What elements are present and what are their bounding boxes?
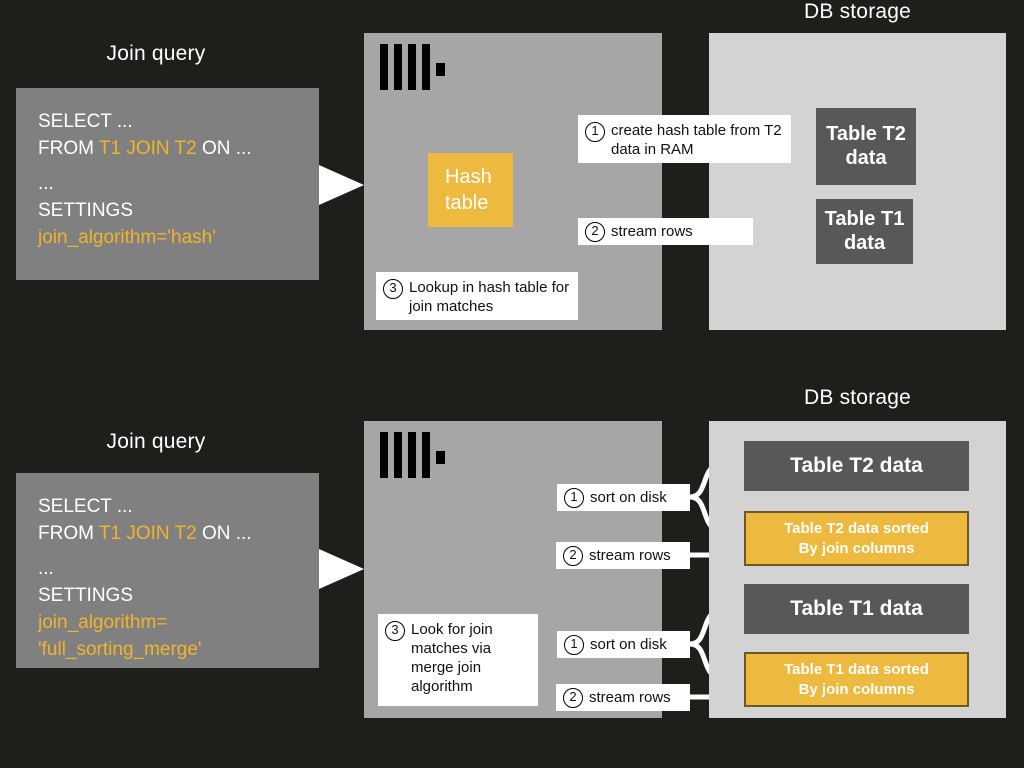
sql-line-select: SELECT ... [38, 496, 133, 517]
callout-text: Look for join matches via merge join alg… [411, 621, 493, 695]
logo-bar-3 [408, 432, 416, 478]
callout-text: create hash table from T2 data in RAM [611, 122, 782, 158]
sql-line-settings: SETTINGS [38, 585, 134, 606]
logo-dot [436, 451, 445, 464]
sql-query-box-hash[interactable]: SELECT ... FROM T1 JOIN T2 ON ... ... SE… [16, 88, 319, 280]
sorted-box-t1: Table T1 data sorted By join columns [744, 652, 969, 707]
callout-number: 3 [385, 621, 405, 641]
clickhouse-logo-icon [380, 44, 450, 91]
logo-bar-4 [422, 44, 430, 90]
hash-table-box: Hash table [428, 153, 513, 227]
sorted-label-line1: Table T1 data sorted [784, 661, 929, 678]
table-label: Table T2 data [826, 122, 906, 169]
table-label: Table T1 data [790, 596, 923, 620]
callout-2-stream-rows-t2: 2 stream rows [556, 542, 690, 569]
callout-1-sort-on-disk-t1: 1 sort on disk [557, 631, 690, 658]
callout-text: sort on disk [590, 636, 667, 653]
callout-text: stream rows [589, 547, 671, 564]
sql-line-ellipsis: ... [38, 173, 54, 194]
page-title-join-query-bottom: Join query [106, 430, 206, 453]
callout-number: 2 [585, 221, 605, 242]
callout-number: 1 [564, 487, 584, 508]
sorted-label-line2: By join columns [798, 680, 915, 698]
callout-text: stream rows [611, 223, 693, 240]
sql-join-tables: T1 JOIN T2 [98, 138, 197, 159]
logo-bar-4 [422, 432, 430, 478]
logo-bar-3 [408, 44, 416, 90]
sql-line-join-algorithm: join_algorithm='hash' [38, 227, 216, 248]
sql-from-prefix: FROM [38, 523, 99, 544]
hash-table-label-line1: Hash [445, 166, 492, 188]
clickhouse-logo-icon-bottom [380, 432, 450, 479]
callout-number: 3 [383, 279, 403, 299]
logo-bar-1 [380, 44, 388, 90]
callout-2-stream-rows-top: 2 stream rows [578, 218, 753, 245]
sql-query-box-merge[interactable]: SELECT ... FROM T1 JOIN T2 ON ... ... SE… [16, 473, 319, 668]
table-box-t1-data-bottom: Table T1 data [744, 584, 969, 634]
callout-1-sort-on-disk-t2: 1 sort on disk [557, 484, 690, 511]
logo-dot [436, 63, 445, 76]
table-label: Table T1 data [824, 207, 905, 254]
page-title-db-storage-bottom: DB storage [803, 386, 912, 409]
sql-line-ellipsis: ... [38, 558, 54, 579]
table-box-t1-data-top: Table T1 data [816, 199, 913, 264]
hash-table-label-line2: table [445, 192, 489, 214]
callout-text: sort on disk [590, 489, 667, 506]
table-label: Table T2 data [790, 453, 923, 477]
sql-join-tables: T1 JOIN T2 [98, 523, 197, 544]
page-title-db-storage-top: DB storage [803, 0, 912, 23]
logo-bar-2 [394, 432, 402, 478]
callout-3-merge-join: 3 Look for join matches via merge join a… [378, 614, 538, 706]
sorted-box-t2: Table T2 data sorted By join columns [744, 511, 969, 566]
logo-bar-1 [380, 432, 388, 478]
sql-spacer [38, 162, 297, 170]
callout-3-lookup-hash-table: 3 Lookup in hash table for join matches [376, 272, 578, 320]
callout-number: 2 [563, 687, 583, 708]
sorted-label-line1: Table T2 data sorted [784, 520, 929, 537]
sql-line-from: FROM T1 JOIN T2 ON ... [38, 135, 297, 162]
table-box-t2-data-top: Table T2 data [816, 108, 916, 185]
callout-number: 2 [563, 545, 583, 566]
table-box-t2-data-bottom: Table T2 data [744, 441, 969, 491]
sql-line-join-algorithm-value: 'full_sorting_merge' [38, 639, 202, 660]
callout-number: 1 [564, 634, 584, 655]
sql-line-join-algorithm-key: join_algorithm= [38, 612, 168, 633]
page-title-join-query-top: Join query [106, 42, 206, 65]
sql-from-suffix: ON ... [196, 523, 252, 544]
sql-from-prefix: FROM [38, 138, 99, 159]
callout-2-stream-rows-t1: 2 stream rows [556, 684, 690, 711]
sql-line-select: SELECT ... [38, 111, 133, 132]
sql-from-suffix: ON ... [196, 138, 252, 159]
sql-spacer [38, 547, 297, 555]
callout-text: stream rows [589, 689, 671, 706]
sql-line-from: FROM T1 JOIN T2 ON ... [38, 520, 297, 547]
logo-bar-2 [394, 44, 402, 90]
sorted-label-line2: By join columns [798, 539, 915, 557]
callout-number: 1 [585, 122, 605, 142]
callout-text: Lookup in hash table for join matches [409, 279, 570, 315]
sql-line-settings: SETTINGS [38, 200, 134, 221]
callout-1-create-hash-table: 1 create hash table from T2 data in RAM [578, 115, 791, 163]
